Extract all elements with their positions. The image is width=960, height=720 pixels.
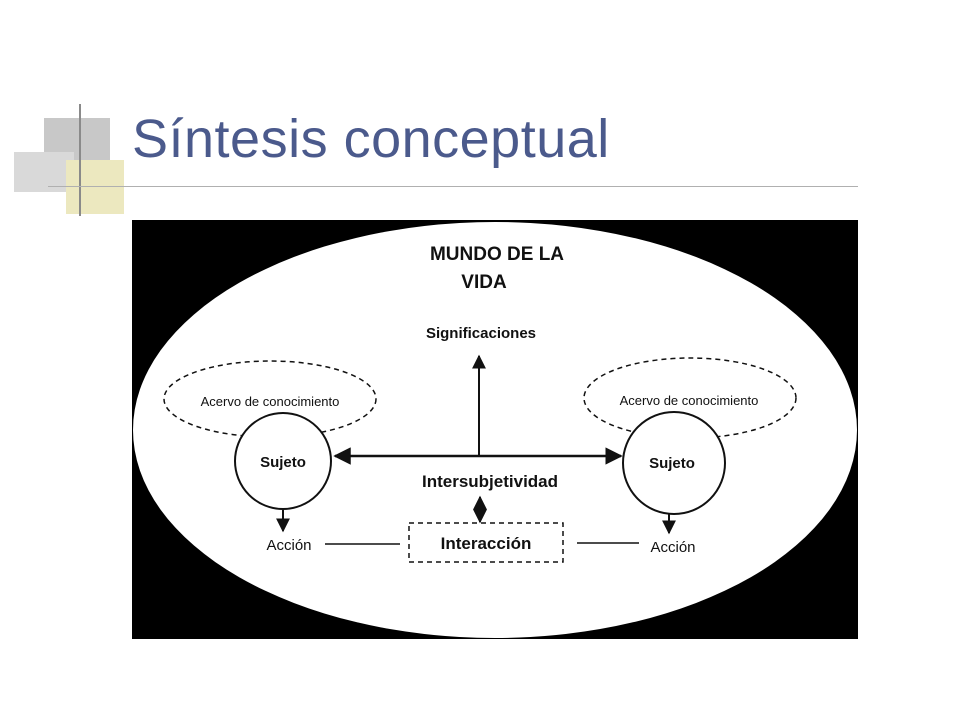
- right-knowledge-stock-label: Acervo de conocimiento: [620, 393, 759, 408]
- life-world-ellipse: [133, 222, 857, 638]
- concept-diagram: MUNDO DE LA VIDA Significaciones Acervo …: [132, 220, 858, 639]
- left-subject-label: Sujeto: [260, 454, 306, 471]
- decor-light-gray-square: [14, 152, 74, 192]
- life-world-label-line2: VIDA: [461, 272, 507, 293]
- interaction-label: Interacción: [441, 534, 532, 553]
- right-subject-label: Sujeto: [649, 455, 695, 472]
- life-world-label-line1: MUNDO DE LA: [430, 244, 564, 265]
- concept-diagram-svg: MUNDO DE LA VIDA Significaciones Acervo …: [133, 222, 857, 638]
- right-subject-circle: [622, 411, 726, 515]
- decor-yellow-square: [66, 160, 124, 214]
- significations-label: Significaciones: [426, 325, 536, 342]
- intersubjectivity-label: Intersubjetividad: [422, 472, 558, 491]
- left-subject-circle: [234, 412, 332, 510]
- left-action-label: Acción: [266, 537, 311, 554]
- slide-title: Síntesis conceptual: [132, 109, 610, 169]
- decor-vertical-rule: [79, 104, 81, 216]
- right-action-label: Acción: [650, 539, 695, 556]
- interaction-box: [408, 522, 564, 563]
- title-underline-rule: [48, 186, 858, 187]
- left-knowledge-stock-label: Acervo de conocimiento: [201, 394, 340, 409]
